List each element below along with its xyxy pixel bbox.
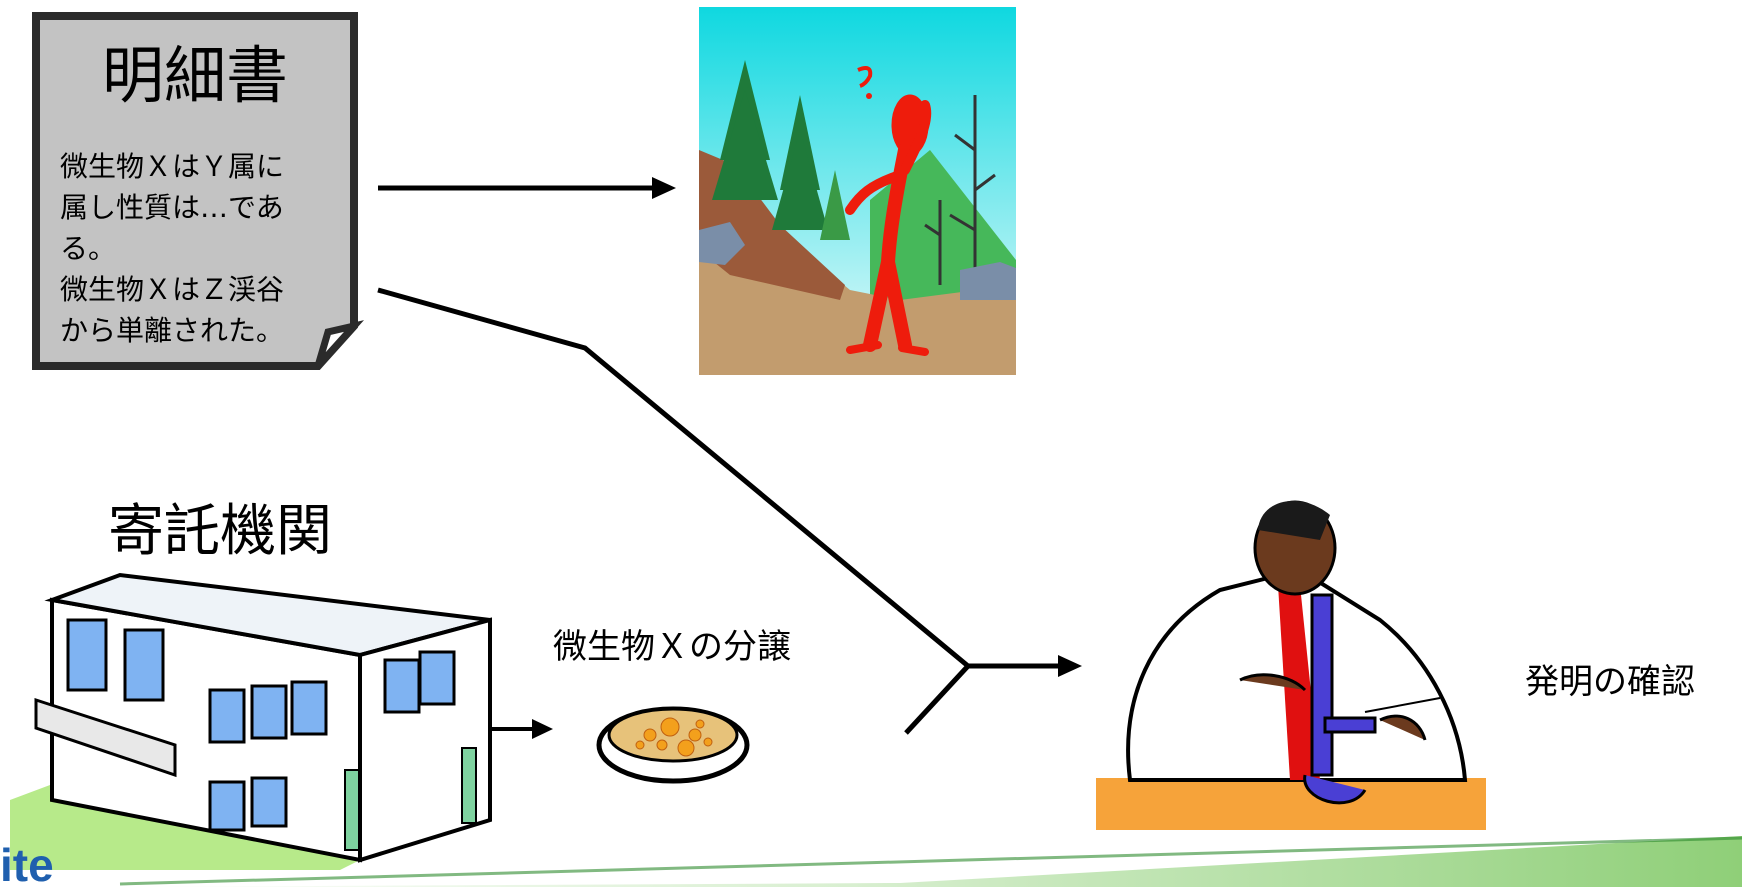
depository-label: 寄託機関 (108, 499, 332, 564)
explorer-illustration (699, 7, 1016, 375)
scientist-microscope-illustration (1096, 500, 1486, 830)
distribution-label: 微生物Ｘの分譲 (553, 627, 791, 667)
document-line: る。 (60, 232, 117, 265)
document-title: 明細書 (101, 39, 288, 112)
footer-band (119, 836, 1742, 887)
document-line: 微生物ＸはＹ属に (60, 150, 285, 183)
connector-document-to-confirmation (377, 287, 1082, 735)
confirmation-label: 発明の確認 (1525, 662, 1695, 702)
arrow-to-explorer (378, 177, 676, 199)
specification-document (32, 12, 365, 370)
document-body: 微生物ＸはＹ属に 属し性質は…であ る。 微生物ＸはＺ渓谷 から単離された。 (60, 146, 330, 351)
document-line: 属し性質は…であ (60, 191, 284, 224)
depository-building-illustration (10, 572, 492, 870)
document-line: から単離された。 (60, 314, 285, 347)
document-line: 微生物ＸはＺ渓谷 (60, 273, 285, 306)
petri-dish-illustration (596, 706, 750, 784)
arrow-to-petri-dish (488, 719, 553, 739)
footer-logo: ite (0, 839, 54, 891)
